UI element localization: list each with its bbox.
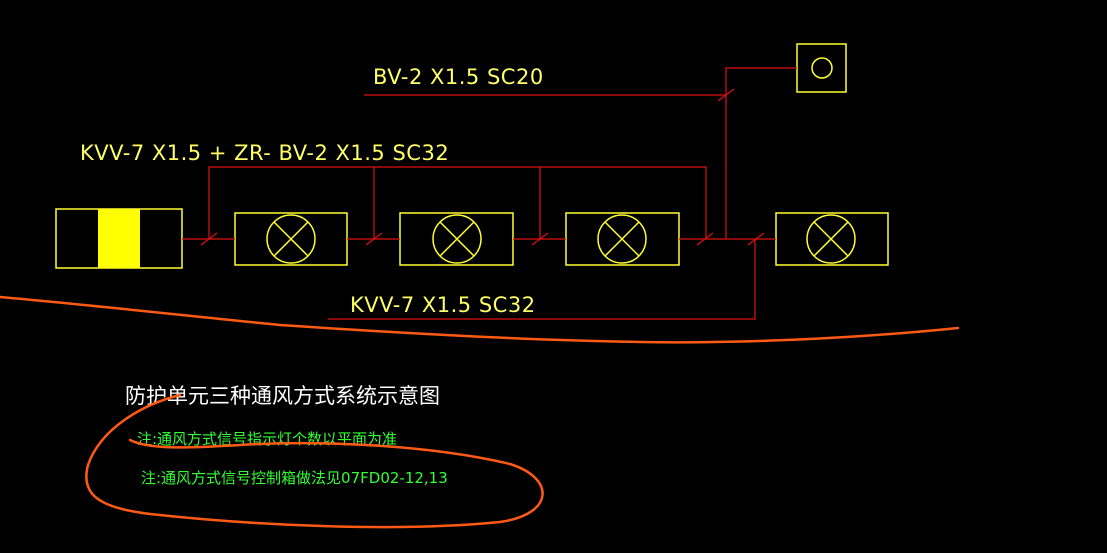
signal-box-lamp (811, 57, 833, 79)
control-box-indicator (98, 209, 140, 268)
control-box-icon (55, 208, 183, 269)
markup-underline (0, 295, 960, 344)
wire-tick (717, 88, 735, 102)
wire-tick (696, 232, 714, 246)
markup-annotations (0, 295, 960, 529)
cable-label-top: BV-2 X1.5 SC20 (373, 65, 544, 89)
wire-tick (531, 232, 549, 246)
wiring (182, 67, 797, 320)
cable-label-bottom: KVV-7 X1.5 SC32 (350, 293, 536, 317)
cable-label-middle: KVV-7 X1.5 + ZR- BV-2 X1.5 SC32 (80, 141, 449, 165)
lamp-crossed-circle-icon (597, 214, 647, 264)
lamp-4 (775, 212, 889, 266)
lamp-crossed-circle-icon (266, 214, 316, 264)
wire-tick (365, 232, 383, 246)
wire-middle-cable (208, 166, 707, 239)
lamp-2 (399, 212, 514, 266)
signal-box-frame (796, 43, 847, 93)
lamp-crossed-circle-icon (432, 214, 482, 264)
wire-to-signal-box (725, 67, 797, 239)
wire-tick (747, 232, 765, 246)
wire-tick (200, 232, 218, 246)
lamp-crossed-circle-icon (806, 214, 856, 264)
signal-box-icon (796, 43, 847, 93)
lamp-1 (234, 212, 348, 266)
wire-bottom-cable (328, 239, 756, 320)
lamp-3 (565, 212, 680, 266)
note-line-2: 注:通风方式信号控制箱做法见07FD02-12,13 (141, 469, 448, 487)
markup-ellipse (85, 393, 544, 529)
